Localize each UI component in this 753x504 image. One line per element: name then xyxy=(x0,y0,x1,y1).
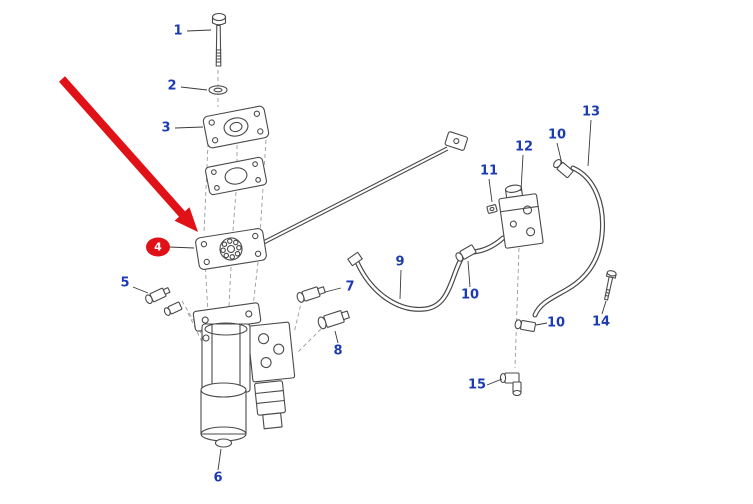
callout-part-6[interactable]: 6 xyxy=(213,470,223,486)
part-10-fitting-top xyxy=(553,159,574,179)
part-10-fitting-lower xyxy=(514,319,537,333)
callout-part-9[interactable]: 9 xyxy=(395,254,405,270)
part-4-mount-plate xyxy=(195,228,267,270)
gasket-plate xyxy=(205,156,267,196)
part-6-steering-unit xyxy=(192,302,296,448)
callout-part-2[interactable]: 2 xyxy=(167,78,177,94)
part-12-valve-block xyxy=(498,184,544,249)
valve-block-hose xyxy=(468,235,506,255)
callout-part-12[interactable]: 12 xyxy=(514,139,534,155)
callout-leader-lines xyxy=(132,29,607,471)
selection-arrow xyxy=(59,76,198,232)
callout-part-10-lower[interactable]: 10 xyxy=(546,315,566,331)
callout-part-10-top[interactable]: 10 xyxy=(547,127,567,143)
part-14-screw xyxy=(604,270,617,301)
callout-part-4-highlighted[interactable]: 4 xyxy=(146,237,170,257)
part-15-elbow-fitting xyxy=(499,372,522,397)
part-1-bolt xyxy=(211,12,227,67)
callout-part-14[interactable]: 14 xyxy=(591,314,611,330)
callout-part-7[interactable]: 7 xyxy=(345,279,355,295)
part-13-hose xyxy=(532,165,606,318)
callout-part-11[interactable]: 11 xyxy=(479,163,499,179)
callout-part-8[interactable]: 8 xyxy=(333,343,343,359)
callout-part-15[interactable]: 15 xyxy=(467,377,487,393)
callout-part-1[interactable]: 1 xyxy=(173,23,183,39)
callout-part-5[interactable]: 5 xyxy=(120,275,130,291)
part-8-fitting xyxy=(317,310,350,330)
part-3-flange-plate xyxy=(202,105,270,149)
callout-part-3[interactable]: 3 xyxy=(161,120,171,136)
part-11-nut xyxy=(486,204,498,214)
part-2-washer xyxy=(208,85,228,95)
callout-part-10-middle[interactable]: 10 xyxy=(460,287,480,303)
part-9-hose xyxy=(347,250,468,312)
part-10-fitting-middle xyxy=(455,244,477,262)
part-7-fitting xyxy=(296,286,326,303)
part-5-fittings xyxy=(145,287,183,316)
steering-rod xyxy=(256,131,469,246)
callout-part-13[interactable]: 13 xyxy=(581,104,601,120)
